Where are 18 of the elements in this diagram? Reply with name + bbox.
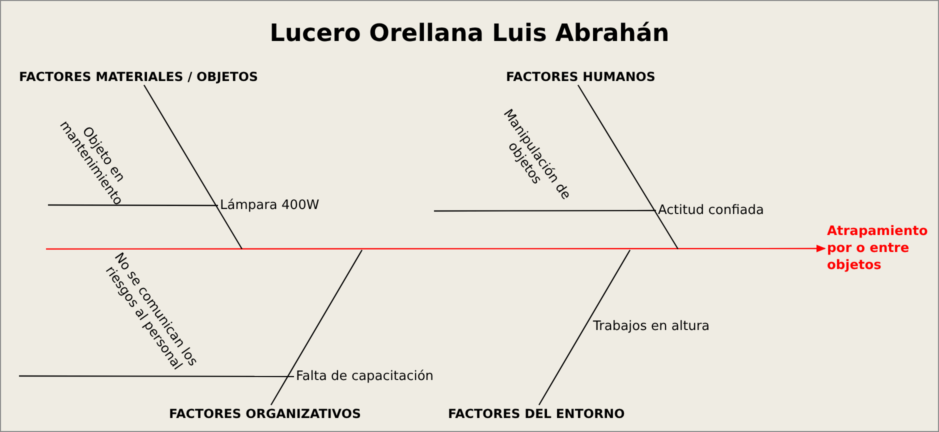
title: Lucero Orellana Luis Abrahán [268,19,670,47]
category-heading: FACTORES HUMANOS [506,69,656,84]
cause-text: Lámpara 400W [220,198,320,213]
cause-line [434,210,656,212]
cause-line [19,375,294,378]
cause-text: Actitud confiada [658,203,764,218]
cause-text: Trabajos en altura [593,319,710,334]
cause-line [48,204,218,206]
spine-arrow [46,244,826,252]
bone-line [143,84,243,250]
bone-line [270,250,363,406]
category-heading: FACTORES DEL ENTORNO [448,406,625,421]
cause-text: Falta de capacitación [296,369,434,384]
bone-line [538,250,631,406]
category-heading: FACTORES MATERIALES / OBJETOS [19,69,258,84]
bone-line [577,84,679,250]
category-heading: FACTORES ORGANIZATIVOS [169,406,361,421]
effect-text: Atrapamiento por o entre objetos [827,223,935,274]
